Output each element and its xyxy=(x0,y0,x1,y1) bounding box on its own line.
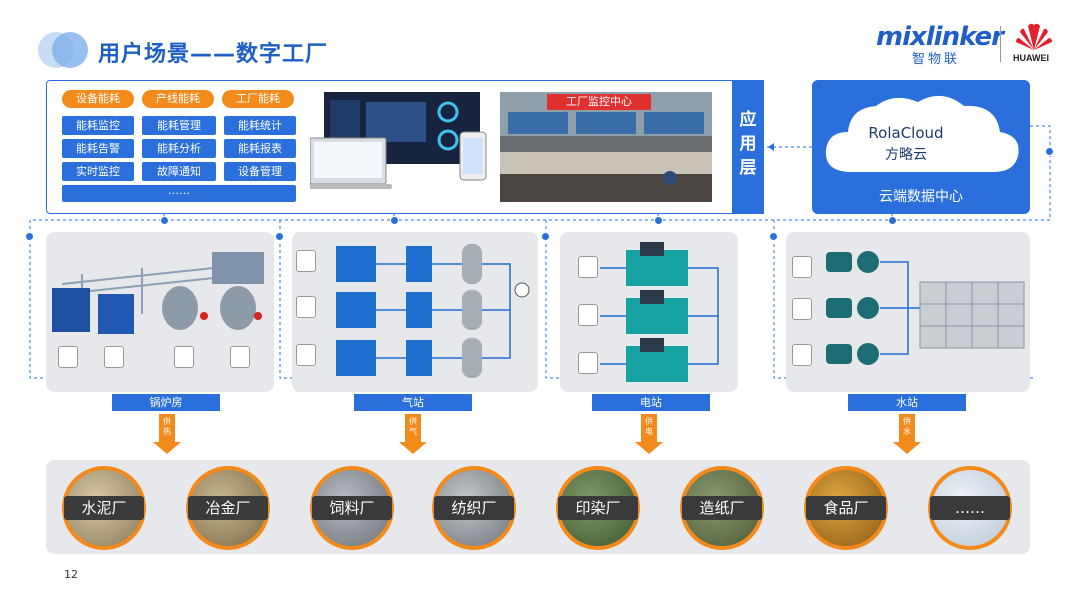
huawei-flower-icon xyxy=(1016,23,1052,50)
connector-node xyxy=(390,216,399,225)
cloud-icon xyxy=(825,95,1019,172)
connector-node xyxy=(541,232,550,241)
station-label: 锅炉房 xyxy=(112,394,220,411)
function-cell: 能耗管理 xyxy=(142,116,216,135)
cloud-name-cn: 方略云 xyxy=(885,147,927,163)
iot-device xyxy=(230,346,250,368)
connector-node xyxy=(275,232,284,241)
factory-label: 印染厂 xyxy=(558,496,638,520)
logo-divider xyxy=(1000,26,1001,62)
function-cell: 能耗统计 xyxy=(224,116,296,135)
iot-device xyxy=(58,346,78,368)
iot-device xyxy=(578,304,598,326)
supply-label: 供 水 xyxy=(899,414,915,442)
arrow-head-icon xyxy=(399,442,427,454)
connector-node xyxy=(25,232,34,241)
station-label: 电站 xyxy=(592,394,710,411)
monitoring-center-photo xyxy=(500,92,712,202)
arrow-head-icon xyxy=(153,442,181,454)
category-pill: 工厂能耗 xyxy=(222,90,294,108)
logo-brand-text: mixlinker xyxy=(876,22,1004,52)
connector-node xyxy=(1045,147,1054,156)
boiler-equipment-image xyxy=(52,252,264,334)
huawei-logo-text: HUAWEI xyxy=(1013,53,1049,63)
factory-label: 食品厂 xyxy=(806,496,886,520)
power-station-equipment-image xyxy=(600,242,719,382)
function-cell: 实时监控 xyxy=(62,162,134,181)
iot-device xyxy=(174,346,194,368)
iot-device xyxy=(792,256,812,278)
side-char: 应 xyxy=(739,110,757,130)
iot-device xyxy=(792,344,812,366)
connector-node xyxy=(888,216,897,225)
iot-device xyxy=(296,344,316,366)
dashboard-screens-image xyxy=(310,92,487,189)
factory-label: 造纸厂 xyxy=(682,496,762,520)
title-bubble-icon xyxy=(38,32,88,68)
station-label: 气站 xyxy=(354,394,472,411)
category-pill: 设备能耗 xyxy=(62,90,134,108)
function-cell: 能耗报表 xyxy=(224,139,296,158)
factory-label: …… xyxy=(930,496,1010,520)
function-cell: 故障通知 xyxy=(142,162,216,181)
monitor-center-label: 工厂监控中心 xyxy=(547,94,651,110)
iot-device xyxy=(578,352,598,374)
cloud-label: 云端数据中心 xyxy=(879,189,963,205)
factory-label: 水泥厂 xyxy=(64,496,144,520)
function-cell: 设备管理 xyxy=(224,162,296,181)
page-title: 用户场景——数字工厂 xyxy=(98,42,329,67)
side-char: 层 xyxy=(739,158,757,178)
iot-device xyxy=(792,298,812,320)
connector-node xyxy=(769,232,778,241)
iot-device xyxy=(578,256,598,278)
app-layer-side-label: 应 用 层 xyxy=(732,80,764,214)
mixlinker-logo: mixlinker xyxy=(876,22,1004,52)
water-station-equipment-image xyxy=(826,251,1025,365)
iot-device xyxy=(296,250,316,272)
gas-station-equipment-image xyxy=(336,244,530,378)
supply-label: 供 气 xyxy=(405,414,421,442)
supply-label: 供 电 xyxy=(641,414,657,442)
function-cell: 能耗告警 xyxy=(62,139,134,158)
page-number: 12 xyxy=(64,568,78,581)
factory-label: 饲料厂 xyxy=(312,496,392,520)
side-char: 用 xyxy=(739,134,757,154)
cloud-name-en: RolaCloud xyxy=(868,124,944,142)
function-cell: 能耗分析 xyxy=(142,139,216,158)
iot-device xyxy=(296,296,316,318)
function-more: …… xyxy=(62,185,296,202)
iot-device xyxy=(104,346,124,368)
arrow-head-icon xyxy=(635,442,663,454)
arrow-head-icon xyxy=(893,442,921,454)
category-pill: 产线能耗 xyxy=(142,90,214,108)
connector-node xyxy=(160,216,169,225)
factory-label: 纺织厂 xyxy=(434,496,514,520)
connector-node xyxy=(654,216,663,225)
function-cell: 能耗监控 xyxy=(62,116,134,135)
mixlinker-logo-cn: 智物联 xyxy=(912,52,961,67)
station-label: 水站 xyxy=(848,394,966,411)
supply-label: 供 热 xyxy=(159,414,175,442)
factory-label: 冶金厂 xyxy=(188,496,268,520)
